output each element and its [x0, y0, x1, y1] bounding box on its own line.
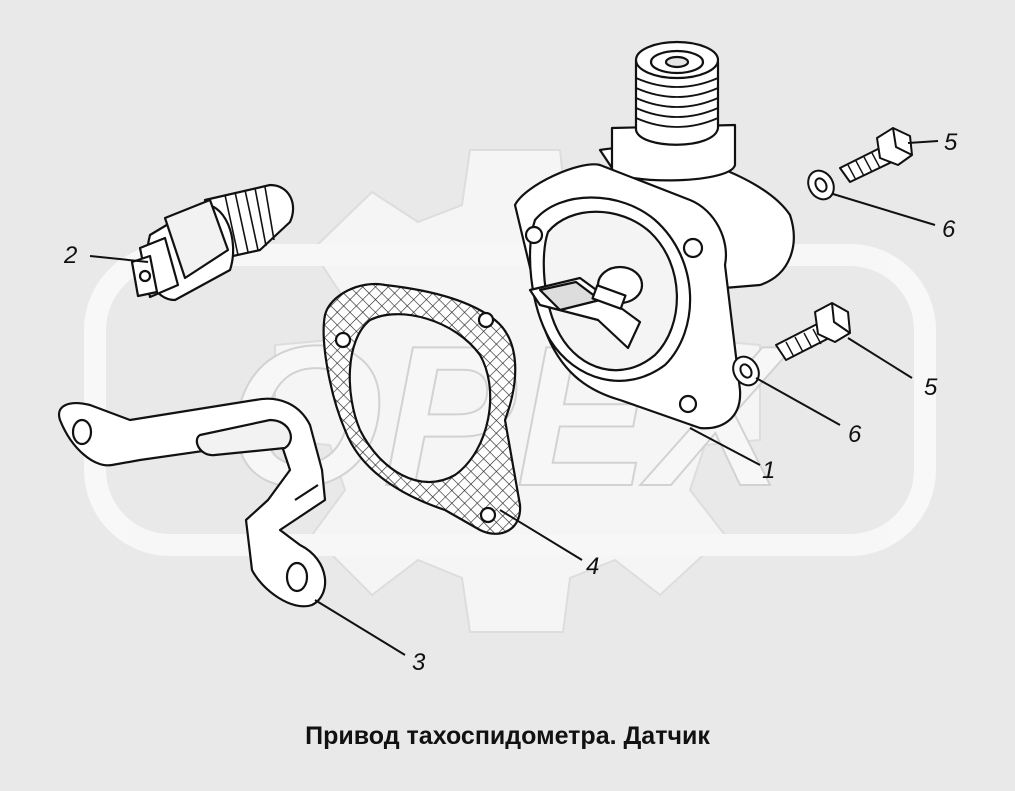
leader-5a [907, 140, 939, 144]
callouts: 1 2 3 4 5 5 6 6 [63, 129, 958, 676]
callout-5b: 5 [924, 374, 938, 401]
leader-4 [499, 509, 583, 561]
callout-6b: 6 [848, 421, 862, 448]
part-1-drive-housing [513, 40, 795, 430]
part-6-washer-lower [732, 355, 760, 387]
part-5-bolt-upper [839, 127, 913, 183]
leader-6b [755, 377, 841, 426]
part-2-sensor [130, 183, 295, 302]
watermark-frame [84, 244, 936, 556]
part-6-washer-upper [807, 169, 835, 201]
part-3-bracket [57, 397, 327, 608]
callout-6a: 6 [942, 216, 956, 243]
callout-2: 2 [63, 242, 77, 269]
part-4-gasket [322, 282, 522, 535]
callout-4: 4 [586, 553, 599, 580]
part-5-bolt-lower [775, 302, 851, 361]
leader-lines [89, 140, 939, 656]
leader-3 [314, 599, 406, 656]
leader-6a [832, 193, 936, 226]
leader-5b [847, 337, 913, 379]
callout-5a: 5 [944, 129, 958, 156]
leader-2 [89, 255, 149, 263]
callout-3: 3 [412, 649, 426, 676]
diagram-caption: Привод тахоспидометра. Датчик [305, 722, 710, 750]
callout-1: 1 [762, 457, 775, 484]
leader-1 [689, 427, 761, 466]
